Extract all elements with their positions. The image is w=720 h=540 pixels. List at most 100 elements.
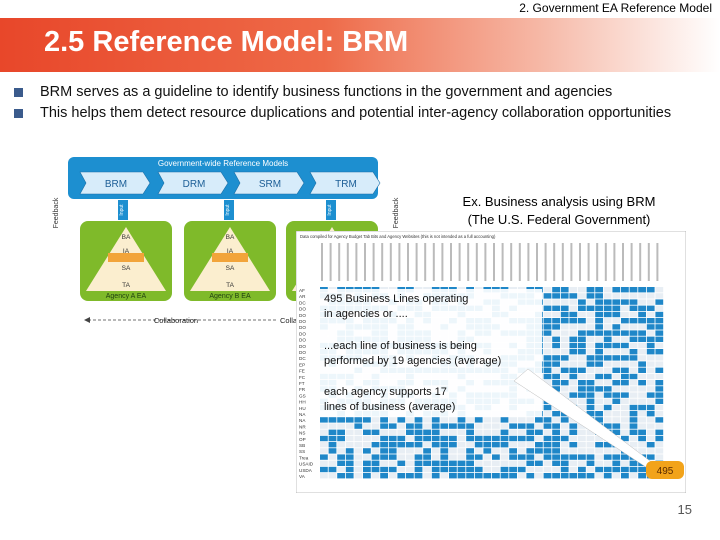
table-cell [612, 448, 621, 454]
table-cell [646, 380, 655, 386]
table-cell [552, 380, 560, 386]
row-code: FT [299, 381, 305, 386]
table-cell [431, 473, 440, 479]
table-cell [595, 293, 603, 299]
table-cell [578, 361, 586, 367]
table-cell [655, 311, 664, 318]
column-header-mark [450, 243, 452, 281]
table-cell [638, 435, 646, 442]
table-cell [578, 299, 586, 305]
table-cell [586, 404, 595, 411]
row-code: AF [299, 288, 305, 293]
table-cell [595, 398, 603, 404]
table-cell [638, 342, 646, 349]
table-cell [483, 435, 492, 442]
table-cell [629, 473, 638, 479]
table-cell [603, 299, 612, 305]
table-cell [578, 293, 586, 299]
table-cell [517, 454, 526, 460]
row-code: SB [299, 443, 305, 448]
table-cell [621, 287, 629, 293]
table-cell [320, 435, 328, 442]
table-cell [474, 442, 483, 448]
table-cell [560, 429, 569, 435]
table-cell [595, 411, 603, 417]
table-cell [474, 466, 483, 473]
table-cell [345, 473, 354, 479]
table-cell [483, 417, 492, 423]
table-cell [552, 473, 560, 479]
table-cell [621, 454, 629, 460]
total-badge [646, 461, 684, 479]
table-cell [320, 442, 328, 448]
table-cell [474, 473, 483, 479]
table-cell [337, 448, 345, 454]
table-cell [560, 305, 569, 311]
table-cell [655, 305, 664, 311]
table-cell [380, 435, 388, 442]
table-cell [629, 336, 638, 342]
table-cell [603, 349, 612, 355]
table-cell [345, 423, 354, 429]
table-cell [569, 448, 578, 454]
table-cell [629, 392, 638, 398]
table-cell [595, 442, 603, 448]
table-cell [466, 417, 474, 423]
table-cell [543, 330, 552, 336]
table-cell [621, 398, 629, 404]
table-cell [655, 435, 664, 442]
table-cell [492, 460, 500, 466]
table-cell [552, 287, 560, 293]
table-cell [509, 448, 517, 454]
table-cell [629, 324, 638, 330]
table-cell [328, 435, 337, 442]
table-cell [612, 355, 621, 361]
table-cell [440, 417, 449, 423]
table-cell [569, 336, 578, 342]
row-code: USDA [299, 468, 313, 473]
table-cell [560, 392, 569, 398]
table-cell [500, 442, 509, 448]
table-cell [569, 460, 578, 466]
table-cell [603, 398, 612, 404]
table-cell [603, 473, 612, 479]
table-cell [492, 417, 500, 423]
table-cell [492, 442, 500, 448]
table-cell [655, 398, 664, 404]
table-cell [526, 466, 535, 473]
column-header-mark [553, 243, 556, 281]
total-badge-value: 495 [657, 466, 674, 477]
table-cell [569, 330, 578, 336]
table-cell [629, 411, 638, 417]
table-cell [638, 336, 646, 342]
table-cell [578, 473, 586, 479]
table-cell [466, 423, 474, 429]
table-cell [569, 429, 578, 435]
table-cell [629, 311, 638, 318]
table-cell [569, 299, 578, 305]
table-cell [552, 417, 560, 423]
table-cell [552, 330, 560, 336]
table-cell [586, 386, 595, 392]
table-cell [603, 460, 612, 466]
table-cell [655, 330, 664, 336]
table-cell [397, 435, 406, 442]
table-cell [569, 373, 578, 380]
table-cell [586, 355, 595, 361]
column-header-mark [596, 243, 599, 281]
table-cell [603, 404, 612, 411]
table-cell [380, 417, 388, 423]
table-cell [543, 460, 552, 466]
table-cell [595, 404, 603, 411]
table-cell [560, 380, 569, 386]
agency-a-level-ba: BA [122, 234, 131, 241]
column-header-mark [355, 243, 358, 281]
table-cell [655, 442, 664, 448]
table-header-note: Data compiled for Agency Budget Tab Bits… [300, 234, 496, 239]
table-cell [638, 392, 646, 398]
column-header-mark [407, 243, 409, 281]
table-cell [638, 330, 646, 336]
table-cell [621, 324, 629, 330]
row-code: GS [299, 393, 306, 398]
table-cell [371, 423, 380, 429]
